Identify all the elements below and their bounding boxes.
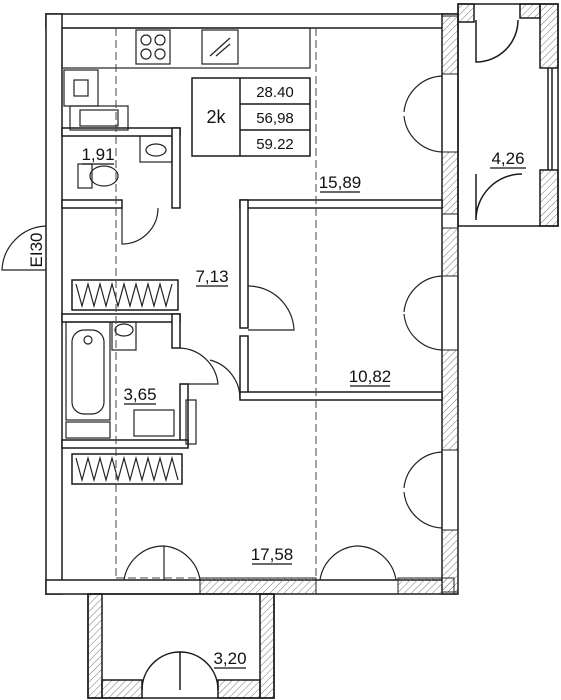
room-area-kitchen-living: 17,58 <box>251 545 294 564</box>
room-area-bedroom: 10,82 <box>349 367 392 386</box>
room-area-living-main: 15,89 <box>319 173 362 192</box>
rooms-count-label: 2k <box>206 107 226 127</box>
room-area-loggia-right: 4,26 <box>491 149 524 168</box>
room-labels: 1,91 15,89 7,13 4,26 10,82 3,65 17,58 3,… <box>81 145 526 669</box>
summary-table <box>191 77 311 157</box>
total-area-value: 56,98 <box>256 110 294 127</box>
loggia-right <box>457 3 559 227</box>
interior-walls <box>61 127 443 485</box>
room-area-balcony-bottom: 3,20 <box>213 649 246 668</box>
room-area-bathroom: 1,91 <box>81 145 114 164</box>
total-with-balcony-value: 59.22 <box>256 136 294 153</box>
living-area-value: 28.40 <box>256 84 294 101</box>
zone-lines <box>115 28 317 580</box>
balcony-bottom <box>87 593 275 699</box>
room-area-bath-large: 3,65 <box>123 385 156 404</box>
entrance-label: ЕІ30 <box>27 233 46 268</box>
vent-strips <box>75 281 179 483</box>
doors <box>1 75 443 581</box>
kitchen-fixtures <box>61 27 311 131</box>
room-area-hallway: 7,13 <box>195 267 228 286</box>
bathroom-fixtures <box>65 135 197 445</box>
